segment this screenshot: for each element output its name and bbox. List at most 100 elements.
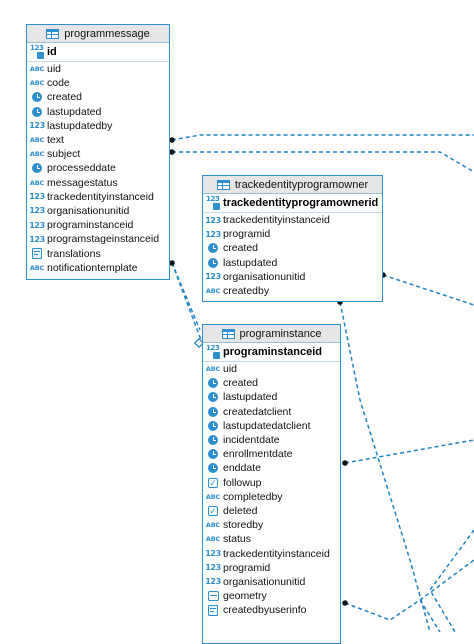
column-name: lastupdatedatclient — [223, 419, 311, 432]
text-type-icon: ABC — [205, 535, 221, 544]
column-name: enddate — [223, 462, 261, 475]
column-name: trackedentityinstanceid — [223, 214, 330, 227]
json-type-icon — [206, 604, 220, 616]
column-row[interactable]: geometry — [203, 589, 340, 603]
column-row[interactable]: incidentdate — [203, 433, 340, 447]
column-row[interactable]: created — [203, 376, 340, 390]
column-row[interactable]: enddate — [203, 461, 340, 475]
column-name: code — [47, 77, 70, 90]
entity-header[interactable]: trackedentityprogramowner — [203, 176, 382, 194]
column-name: createdbyuserinfo — [223, 604, 307, 617]
relation-endpoint — [169, 149, 175, 155]
entity-header[interactable]: programinstance — [203, 325, 340, 343]
numeric-type-icon: 123 — [29, 220, 45, 230]
numeric-type-icon: 123 — [205, 272, 221, 282]
numeric-type-icon: 123 — [205, 577, 221, 587]
column-row[interactable]: lastupdated — [203, 256, 382, 270]
relation-endpoint — [169, 260, 175, 266]
numeric-type-icon: 123 — [29, 234, 45, 244]
column-row[interactable]: created — [27, 90, 169, 104]
relation-endpoint — [342, 460, 348, 466]
column-row[interactable]: ✓followup — [203, 476, 340, 490]
column-row[interactable]: lastupdated — [203, 390, 340, 404]
primary-key-icon: 123 — [30, 44, 44, 59]
text-type-icon: ABC — [29, 79, 45, 88]
column-row[interactable]: processeddate — [27, 161, 169, 175]
column-row[interactable]: created — [203, 241, 382, 255]
text-type-icon: ABC — [29, 136, 45, 145]
numeric-type-icon: 123 — [29, 121, 45, 131]
column-name: programid — [223, 561, 271, 574]
column-row[interactable]: createdbyuserinfo — [203, 603, 340, 617]
column-name: notificationtemplate — [47, 261, 138, 274]
relation-line — [171, 134, 474, 141]
text-type-icon: ABC — [29, 150, 45, 159]
entity-header[interactable]: programmessage — [27, 25, 169, 43]
column-row[interactable]: lastupdatedatclient — [203, 419, 340, 433]
text-type-icon: ABC — [205, 521, 221, 530]
datetime-type-icon — [206, 420, 220, 431]
geometry-type-icon — [206, 591, 220, 602]
column-row[interactable]: translations — [27, 246, 169, 260]
relation-line — [171, 262, 301, 632]
relation-line — [382, 274, 474, 306]
column-row[interactable]: ✓deleted — [203, 504, 340, 518]
text-type-icon: ABC — [29, 65, 45, 74]
column-name: organisationunitid — [47, 204, 130, 217]
relation-line — [339, 301, 431, 632]
datetime-type-icon — [206, 378, 220, 389]
column-name: completedby — [223, 490, 283, 503]
column-name: incidentdate — [223, 434, 280, 447]
column-row[interactable]: createdatclient — [203, 405, 340, 419]
datetime-type-icon — [206, 257, 220, 268]
numeric-type-icon: 123 — [205, 549, 221, 559]
relation-line — [172, 151, 474, 173]
table-icon — [46, 28, 60, 39]
datetime-type-icon — [30, 106, 44, 117]
column-row[interactable]: enrollmentdate — [203, 447, 340, 461]
relation-line — [429, 529, 474, 632]
numeric-type-icon: 123 — [205, 215, 221, 225]
datetime-type-icon — [206, 463, 220, 474]
json-type-icon — [30, 248, 44, 260]
column-name: created — [223, 242, 259, 255]
column-row[interactable]: lastupdated — [27, 105, 169, 119]
column-name: deleted — [223, 504, 258, 517]
relation-endpoint — [169, 137, 175, 143]
column-name: trackedentityinstanceid — [47, 190, 154, 203]
column-name: uid — [47, 63, 62, 76]
column-name: status — [223, 533, 252, 546]
boolean-type-icon: ✓ — [208, 477, 218, 488]
column-name: processeddate — [47, 162, 116, 175]
column-name: uid — [223, 363, 238, 376]
relation-endpoint — [342, 600, 348, 606]
